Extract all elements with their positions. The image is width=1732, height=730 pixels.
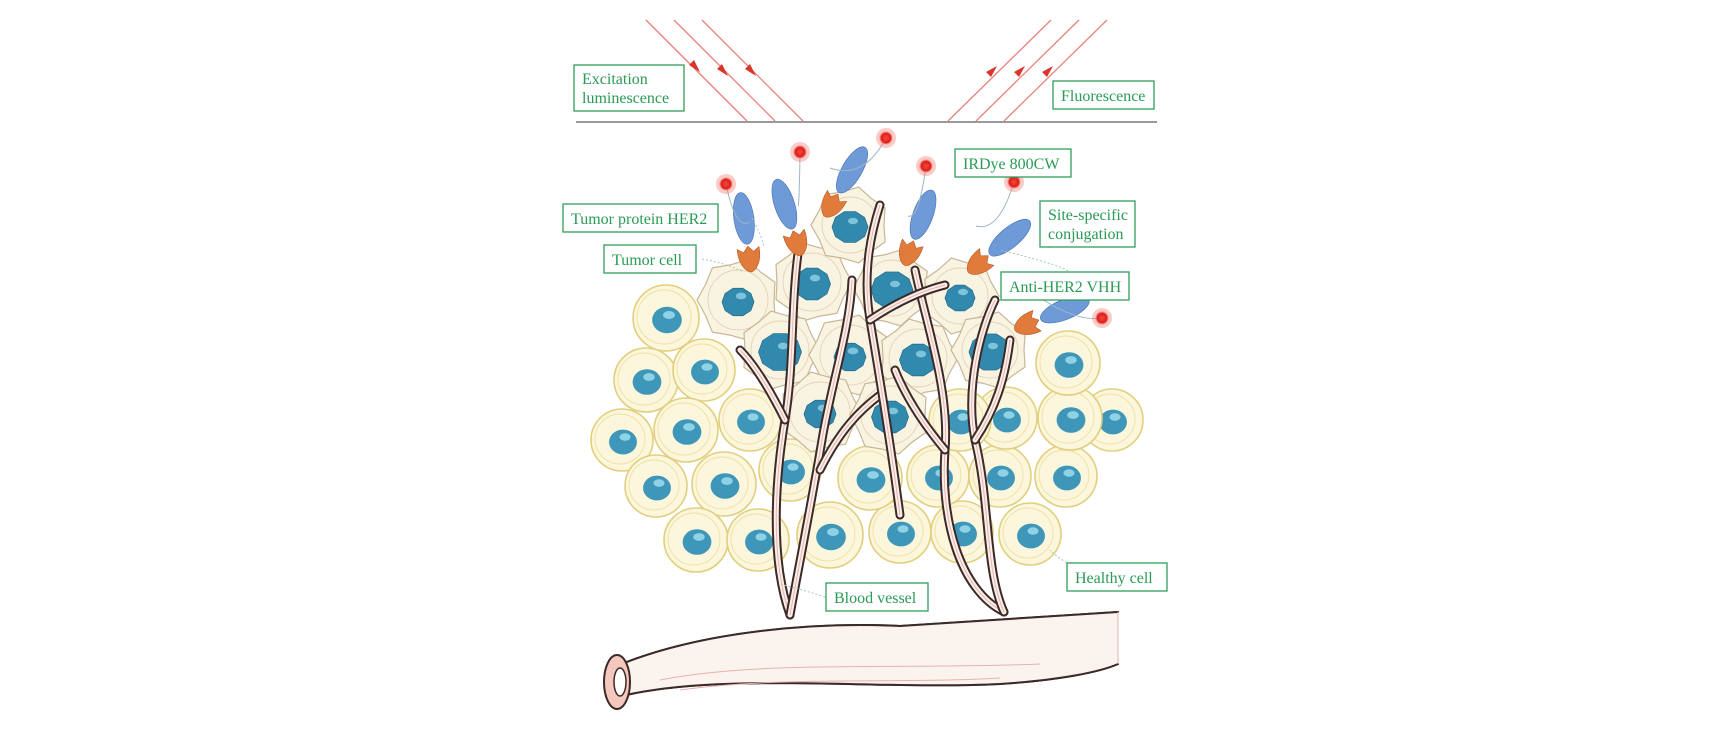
her2-protein-icon (732, 192, 755, 245)
healthy-cell (998, 502, 1062, 566)
label-tumor-cell: Tumor cell (603, 244, 697, 274)
label-fluorescence-text: Fluorescence (1061, 88, 1145, 105)
label-blood-vessel-text: Blood vessel (834, 590, 917, 607)
arrow-up-right-icon (1014, 66, 1025, 77)
label-irdye: IRDye 800CW (954, 148, 1072, 178)
vessel-branch (865, 280, 950, 325)
healthy-cell (718, 388, 782, 452)
healthy-cell (672, 338, 736, 402)
label-healthy-cell-text: Healthy cell (1075, 570, 1153, 587)
label-excitation-line1: Excitation (582, 71, 648, 88)
vessel-branch (862, 200, 905, 520)
healthy-cell (653, 397, 719, 463)
label-tumor-protein: Tumor protein HER2 (562, 203, 719, 233)
label-tumor-cell-text: Tumor cell (612, 252, 683, 269)
irdye-molecule-icon (1007, 175, 1021, 189)
arrow-down-right-icon (717, 64, 728, 76)
label-site-specific-line1: Site-specific (1048, 207, 1128, 224)
probe-group (716, 128, 1112, 335)
tumor-cell (743, 310, 821, 390)
label-site-specific-line2: conjugation (1048, 226, 1124, 243)
healthy-cell (624, 454, 688, 518)
tumor-cell (924, 257, 1000, 335)
vhh-antibody-icon (1014, 310, 1042, 335)
arrow-up-right-icon (1042, 66, 1053, 77)
label-anti-her2-text: Anti-HER2 VHH (1009, 279, 1122, 296)
arrow-down-right-icon (689, 60, 700, 72)
vessel-branches (735, 200, 1015, 620)
vhh-dye-probe (899, 156, 937, 266)
vhh-antibody-icon (821, 189, 848, 218)
excitation-rays (645, 19, 804, 122)
vhh-dye-probe (821, 128, 896, 218)
vhh-antibody-icon (782, 228, 808, 256)
healthy-cell (868, 500, 932, 564)
vhh-dye-probe (966, 172, 1031, 275)
vessel-branch (815, 390, 885, 475)
fluorescence-rays (947, 19, 1108, 122)
label-site-specific: Site-specific conjugation (1039, 200, 1136, 248)
healthy-cell (590, 408, 654, 472)
healthy-cell (691, 451, 757, 517)
irdye-molecule-icon (793, 145, 807, 159)
leader-lines (701, 217, 1075, 598)
irdye-molecule-icon (879, 131, 893, 145)
label-anti-her2: Anti-HER2 VHH (1000, 271, 1130, 301)
healthy-cell (837, 445, 903, 511)
label-blood-vessel: Blood vessel (825, 582, 929, 612)
arrow-up-right-icon (986, 66, 997, 77)
irdye-molecule-icon (719, 177, 733, 191)
healthy-cell (632, 284, 700, 352)
healthy-cell (613, 347, 679, 413)
vhh-dye-probe (1014, 285, 1112, 335)
label-excitation-line2: luminescence (582, 90, 669, 107)
healthy-cell (796, 501, 864, 569)
vessel-branch (970, 335, 1015, 445)
label-irdye-text: IRDye 800CW (963, 156, 1060, 173)
healthy-cell (1034, 444, 1098, 508)
vhh-antibody-icon (899, 238, 924, 266)
vessel-branch (735, 345, 790, 425)
label-fluorescence: Fluorescence (1052, 80, 1155, 110)
vhh-dye-probe (771, 142, 810, 256)
healthy-cell (968, 444, 1032, 508)
vessel-branch (890, 365, 950, 455)
vhh-antibody-icon (736, 245, 761, 273)
tumor-cell (696, 259, 776, 341)
label-healthy-cell: Healthy cell (1066, 562, 1168, 592)
vessel-branch (785, 275, 857, 620)
healthy-cell (663, 507, 729, 573)
main-blood-vessel (603, 611, 1119, 710)
her2-protein-icon (771, 178, 798, 230)
healthy-cell (1035, 330, 1101, 396)
irdye-molecule-icon (919, 159, 933, 173)
her2-protein-icon (988, 218, 1031, 257)
label-excitation: Excitation luminescence (573, 64, 685, 112)
vhh-antibody-icon (966, 248, 995, 275)
vhh-dye-probe (716, 174, 761, 273)
irdye-molecule-icon (1095, 311, 1109, 325)
label-tumor-protein-text: Tumor protein HER2 (571, 211, 707, 228)
her2-protein-icon (909, 189, 937, 240)
arrow-down-right-icon (745, 64, 756, 76)
healthy-cell (906, 444, 970, 508)
healthy-cell (1037, 385, 1103, 451)
